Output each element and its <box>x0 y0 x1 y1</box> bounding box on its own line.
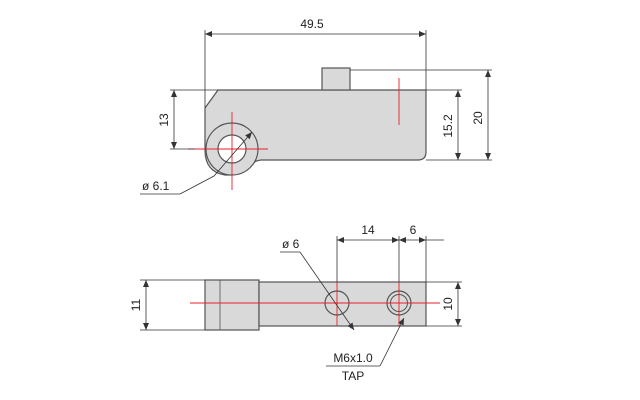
dim-overall-length: 49.5 <box>300 17 324 31</box>
bottom-flange <box>204 279 260 331</box>
dim-body-height: 15.2 <box>441 114 455 138</box>
top-pin <box>321 67 351 91</box>
dim-bore-diameter: ø 6.1 <box>142 179 170 193</box>
dim-hole-spacing: 14 <box>361 223 375 237</box>
dim-overall-thickness: 11 <box>129 298 143 311</box>
dim-bore-offset: 13 <box>157 113 171 127</box>
leader-bore-diameter <box>179 131 253 195</box>
dim-hole-diameter: ø 6 <box>282 237 300 251</box>
top-view: 49.5 20 15.2 13 ø 6.1 <box>140 17 492 195</box>
tap-label-line1: M6x1.0 <box>333 351 373 365</box>
tap-label-line2: TAP <box>342 369 364 383</box>
dim-end-offset: 6 <box>410 223 417 237</box>
dim-overall-height: 20 <box>471 111 485 125</box>
dim-body-thickness: 10 <box>441 297 455 311</box>
leader-tap <box>379 317 405 367</box>
leader-hole-diameter <box>299 251 355 331</box>
bottom-view: 14 6 11 10 ø 6 M6x1.0 TAP <box>129 223 462 383</box>
